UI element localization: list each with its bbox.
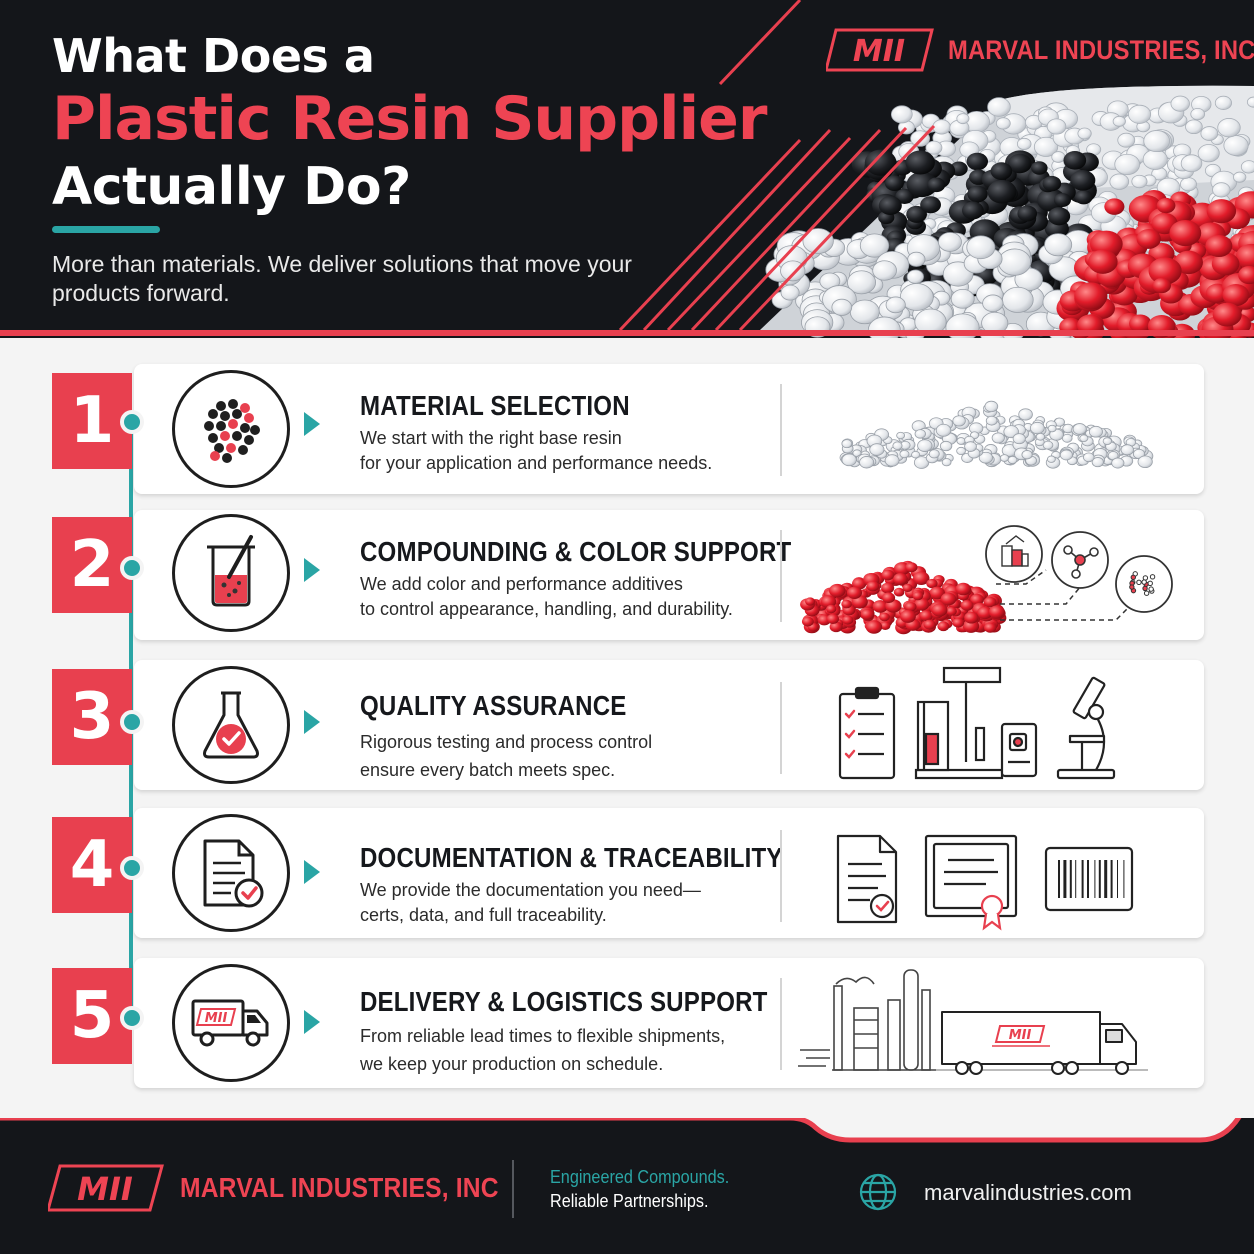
description-line-1: We start with the right base resin [360,428,622,448]
documents-certificate-barcode-illustration [836,834,1134,931]
arrow-icon [304,412,320,436]
timeline-dot [120,1006,144,1030]
divider [780,978,782,1070]
step-number: 2 [52,517,132,613]
divider [780,830,782,922]
step-title: MATERIAL SELECTION [360,390,630,421]
company-name: MARVAL INDUSTRIES, INC [180,1172,499,1203]
red-pellets-additives-illustration [800,525,1173,635]
company-name: MARVAL INDUSTRIES, INC [948,34,1254,65]
arrow-icon [304,1010,320,1034]
step-description: We add color and performance additives t… [360,572,760,622]
description-line-1: Rigorous testing and process control [360,732,653,752]
step-description: We start with the right base resin for y… [360,426,760,476]
beaker-icon [172,514,290,632]
lab-equipment-illustration [838,666,1116,780]
title-line-1: What Does a [52,29,375,83]
divider [780,682,782,774]
step-4: 4 DOCUMENTATION & TRACEABILITY We provid… [0,806,1254,942]
description-line-1: From reliable lead times to flexible shi… [360,1026,726,1046]
subtitle: More than materials. We deliver solution… [52,251,632,306]
title-underline [52,226,160,233]
footer [0,1118,1254,1254]
divider [780,530,782,622]
header-logo: MII MARVAL INDUSTRIES, INC [826,28,1254,72]
description-line-1: We add color and performance additives [360,574,683,594]
step-description: We provide the documentation you need— c… [360,878,760,928]
logo-text: MII [853,34,905,69]
description-line-2: to control appearance, handling, and dur… [360,599,733,619]
document-check-icon [172,814,290,932]
step-number: 3 [52,669,132,765]
header-red-line [0,330,1254,336]
divider [780,384,782,476]
step-number: 1 [52,373,132,469]
description-line-2: ensure every batch meets spec. [360,760,616,780]
step-title: DOCUMENTATION & TRACEABILITY [360,842,783,873]
step-description: Rigorous testing and process control ens… [360,728,760,784]
step-title: QUALITY ASSURANCE [360,690,627,721]
tagline-line-1: Engineered Compounds. [550,1167,730,1187]
arrow-icon [304,860,320,884]
website-link[interactable]: marvalindustries.com [924,1180,1132,1205]
mii-logo-icon: MII [826,28,934,72]
truck-logo-text: MII [1009,1028,1032,1043]
tagline-line-2: Reliable Partnerships. [550,1191,709,1211]
timeline-dot [120,856,144,880]
step-description: From reliable lead times to flexible shi… [360,1022,780,1078]
step-title: COMPOUNDING & COLOR SUPPORT [360,536,792,567]
description-line-2: for your application and performance nee… [360,453,713,473]
factory-and-truck-illustration: MII [798,969,1148,1075]
arrow-icon [304,710,320,734]
arrow-icon [304,558,320,582]
footer-logo: MII MARVAL INDUSTRIES, INC [48,1164,542,1212]
step-1: 1 MATERIAL SELECTION We start with the r… [0,362,1254,498]
description-line-2: we keep your production on schedule. [360,1054,664,1074]
description-line-1: We provide the documentation you need— [360,880,701,900]
logo-text: MII [77,1170,133,1208]
footer-divider [512,1160,514,1218]
step-5: 5 MII DELIVERY & LOGISTICS SUPPORT From … [0,954,1254,1090]
timeline-dot [120,410,144,434]
description-line-2: certs, data, and full traceability. [360,905,607,925]
delivery-truck-icon: MII [172,964,290,1082]
step-3: 3 QUALITY ASSURANCE Rigorous testing and… [0,658,1254,794]
title-line-2: Plastic Resin Supplier [52,84,767,154]
step-2: 2 COMPOUNDING & COLOR SUPPORT We add col… [0,508,1254,644]
header-banner: What Does a Plastic Resin Supplier Actua… [0,0,1254,338]
mii-logo-icon: MII [48,1164,164,1212]
timeline-dot [120,556,144,580]
timeline-dot [120,710,144,734]
step-number: 4 [52,817,132,913]
step-title: DELIVERY & LOGISTICS SUPPORT [360,986,768,1017]
clear-pellets-pile-illustration [839,400,1154,469]
title-line-3: Actually Do? [52,157,411,217]
page-title: What Does a Plastic Resin Supplier Actua… [52,28,767,220]
step-number: 5 [52,968,132,1064]
flask-check-icon [172,666,290,784]
globe-icon [859,1173,897,1211]
resin-pellets-hero-image [618,0,1254,338]
pellets-icon [172,370,290,488]
truck-logo-text: MII [205,1011,228,1026]
